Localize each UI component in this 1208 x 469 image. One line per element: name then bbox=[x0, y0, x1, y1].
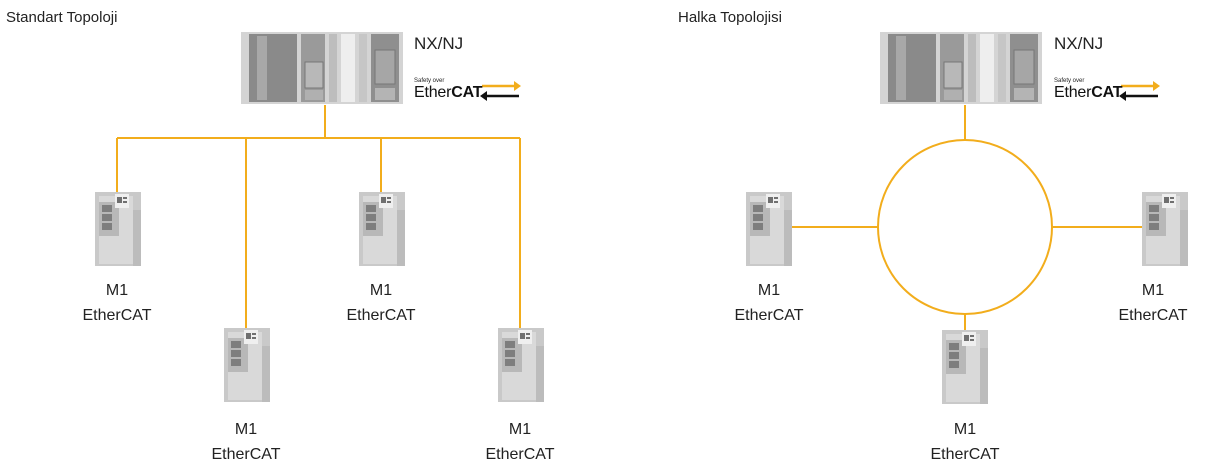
right-safety-over-ethercat-logo: Safety over EtherCAT bbox=[1054, 78, 1123, 101]
left-controller-device bbox=[240, 31, 404, 105]
left-node-1-device bbox=[95, 192, 141, 266]
right-logo-text: EtherCAT bbox=[1054, 84, 1123, 101]
left-controller-label: NX/NJ bbox=[414, 34, 464, 53]
left-node-3-device bbox=[359, 192, 405, 266]
right-controller-device bbox=[879, 31, 1043, 105]
right-ring-links bbox=[790, 105, 1142, 330]
left-node-2-device bbox=[224, 328, 270, 402]
left-logo-text: EtherCAT bbox=[414, 84, 483, 101]
left-title: Standart Topoloji bbox=[6, 9, 118, 26]
left-safety-over-ethercat-logo: Safety over EtherCAT bbox=[414, 78, 483, 101]
right-node-2-device bbox=[942, 330, 988, 404]
right-ethercat-arrow-icon bbox=[1119, 81, 1160, 101]
left-logo-small-text: Safety over bbox=[414, 78, 445, 84]
right-controller-label: NX/NJ bbox=[1054, 34, 1104, 53]
right-node-1-device bbox=[746, 192, 792, 266]
right-node-3-device bbox=[1142, 192, 1188, 266]
left-node-4-device bbox=[498, 328, 544, 402]
right-title: Halka Topolojisi bbox=[678, 9, 782, 26]
left-ethercat-arrow-icon bbox=[480, 81, 521, 101]
right-logo-small-text: Safety over bbox=[1054, 78, 1085, 84]
left-bus-links bbox=[116, 105, 521, 328]
